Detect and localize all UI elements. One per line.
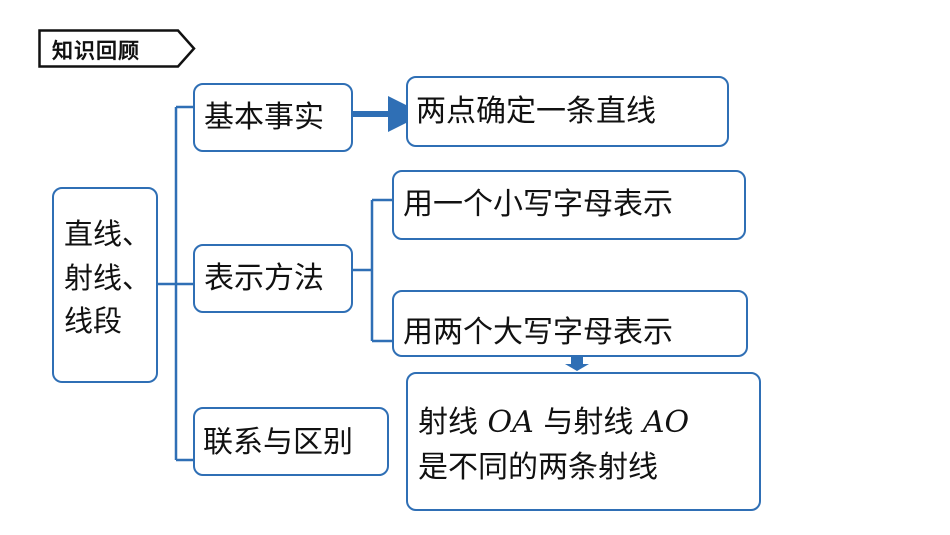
badge-arrow-shape <box>38 29 196 68</box>
down-arrow-stem <box>571 357 583 364</box>
notation-option-1-text: 用一个小写字母表示 <box>403 187 673 222</box>
root-node: 直线、 射线、 线段 <box>52 187 158 383</box>
ray-ao-label: AO <box>642 405 690 440</box>
notation-node: 表示方法 <box>193 244 353 313</box>
relation-label: 联系与区别 <box>203 425 353 460</box>
root-line-3: 线段 <box>64 304 123 338</box>
basic-fact-node: 基本事实 <box>193 83 353 152</box>
relation-detail: 射线 OA 与射线 AO 是不同的两条射线 <box>406 372 761 511</box>
notation-option-2: 用两个大写字母表示 <box>392 290 748 357</box>
root-line-1: 直线、 <box>64 217 152 251</box>
notation-option-1: 用一个小写字母表示 <box>392 170 746 240</box>
basic-fact-label: 基本事实 <box>204 100 324 135</box>
notation-label: 表示方法 <box>204 261 324 296</box>
ray-oa-label: OA <box>487 405 534 440</box>
relation-node: 联系与区别 <box>193 407 389 476</box>
down-arrow-head <box>565 364 589 371</box>
basic-fact-detail-text: 两点确定一条直线 <box>416 94 656 129</box>
relation-detail-1a: 射线 <box>418 405 488 440</box>
root-line-2: 射线、 <box>64 260 152 295</box>
relation-detail-1c: 与射线 <box>533 405 643 440</box>
badge-label: 知识回顾 <box>52 39 140 63</box>
basic-fact-detail: 两点确定一条直线 <box>406 76 729 147</box>
notation-option-2-text: 用两个大写字母表示 <box>403 315 673 350</box>
relation-detail-line-2: 是不同的两条射线 <box>418 450 658 485</box>
relation-detail-line-1: 射线 OA 与射线 AO <box>418 400 759 445</box>
